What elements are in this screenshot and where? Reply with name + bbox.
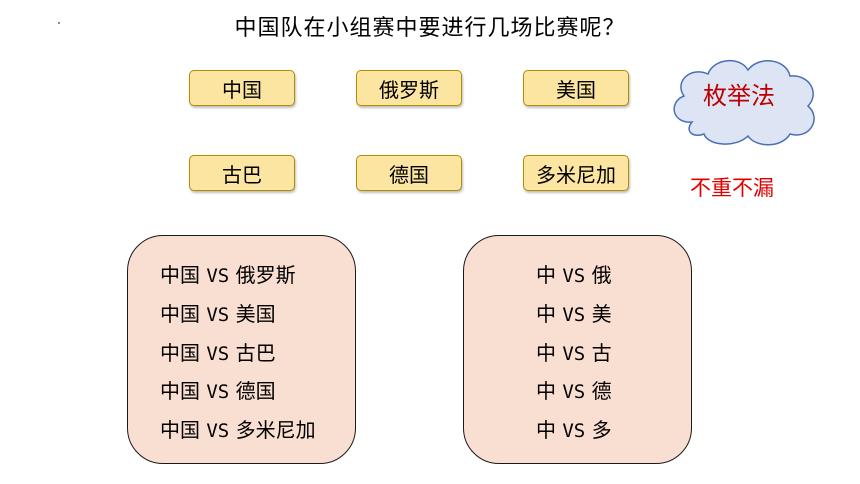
short-name-matches-panel: 中 VS 俄 中 VS 美 中 VS 古 中 VS 德 中 VS 多 [463,235,692,464]
cloud-shape [673,60,815,146]
match-home: 中国 [160,341,200,365]
team-box-china: 中国 [189,70,295,106]
match-row: 中 VS 美 [536,300,612,329]
vs-label: VS [206,381,230,403]
match-home: 中国 [160,379,200,403]
vs-label: VS [206,343,230,365]
team-box-germany: 德国 [356,155,462,191]
team-box-usa: 美国 [523,70,629,106]
match-row: 中国 VS 美国 [160,300,276,329]
match-away: 德 [591,379,612,403]
match-away: 美 [591,302,612,326]
team-box-russia: 俄罗斯 [356,70,462,106]
match-home: 中 [536,379,556,403]
match-row: 中国 VS 俄罗斯 [160,261,296,290]
match-away: 古 [591,341,612,365]
match-away: 多 [591,418,612,442]
vs-label: VS [562,265,586,287]
vs-label: VS [206,420,230,442]
match-away: 美国 [235,302,276,326]
match-row: 中国 VS 古巴 [160,339,276,368]
method-label: 枚举法 [703,82,775,110]
match-row: 中 VS 俄 [536,261,612,290]
match-away: 德国 [235,379,276,403]
match-home: 中 [536,302,556,326]
vs-label: VS [206,304,230,326]
match-row: 中 VS 多 [536,416,612,445]
vs-label: VS [562,304,586,326]
match-row: 中 VS 德 [536,377,612,406]
match-row: 中国 VS 德国 [160,377,276,406]
principle-note: 不重不漏 [690,176,774,200]
decorative-dot [58,22,60,24]
match-home: 中国 [160,302,200,326]
match-home: 中 [536,341,556,365]
vs-label: VS [562,381,586,403]
vs-label: VS [206,265,230,287]
match-home: 中 [536,263,556,287]
match-home: 中国 [160,418,200,442]
match-away: 俄 [591,263,612,287]
match-row: 中 VS 古 [536,339,612,368]
vs-label: VS [562,343,586,365]
match-away: 俄罗斯 [235,263,296,287]
vs-label: VS [562,420,586,442]
full-name-matches-panel: 中国 VS 俄罗斯 中国 VS 美国 中国 VS 古巴 中国 VS 德国 中国 … [127,235,356,464]
match-home: 中 [536,418,556,442]
match-row: 中国 VS 多米尼加 [160,416,316,445]
match-away: 古巴 [235,341,276,365]
match-home: 中国 [160,263,200,287]
team-box-dominican: 多米尼加 [523,155,629,191]
match-away: 多米尼加 [235,418,316,442]
team-box-cuba: 古巴 [189,155,295,191]
question-title: 中国队在小组赛中要进行几场比赛呢？ [234,16,626,41]
